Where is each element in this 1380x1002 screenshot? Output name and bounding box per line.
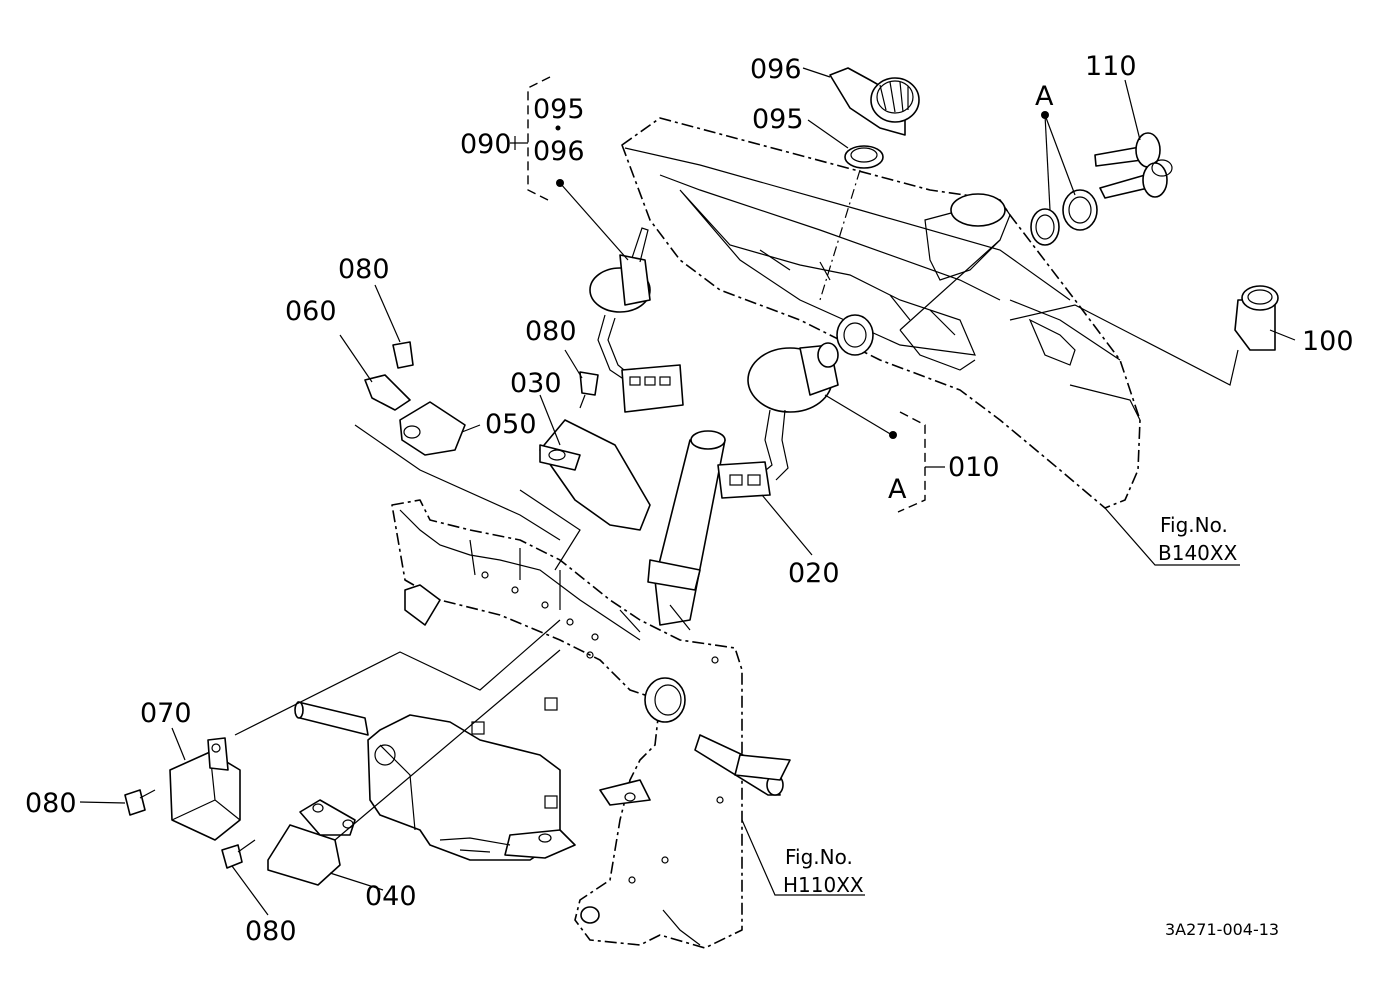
relay-050 <box>364 341 466 456</box>
label-090-sub-095: 095 <box>533 94 585 125</box>
label-090-sub-096: 096 <box>533 136 585 167</box>
label-095-top: 095 <box>752 104 804 135</box>
label-A-group: A <box>888 474 907 505</box>
label-096-top: 096 <box>750 54 802 85</box>
callout-dots <box>555 111 1049 439</box>
label-080-d: 080 <box>245 916 297 947</box>
label-090: 090 <box>460 129 512 160</box>
label-080-c: 080 <box>25 788 77 819</box>
key-cylinder-rings <box>1030 189 1098 246</box>
relay-070 <box>169 737 241 841</box>
socket-100 <box>1234 285 1279 351</box>
bolts-080 <box>124 789 256 869</box>
label-080-b: 080 <box>525 316 577 347</box>
part-labels: 096 095 110 A 090 095 096 080 060 050 08… <box>25 51 1354 947</box>
group-brackets <box>510 76 945 513</box>
leader-lines <box>79 67 1296 916</box>
label-100: 100 <box>1302 326 1354 357</box>
steering-frame <box>294 430 791 949</box>
label-080-a: 080 <box>338 254 390 285</box>
drawing-number: 3A271-004-13 <box>1165 920 1279 939</box>
ref-b140-line1: Fig.No. <box>1160 513 1228 537</box>
figure-references: Fig.No. B140XX Fig.No. H110XX <box>783 513 1238 897</box>
relay-040 <box>267 799 356 886</box>
ref-h110-line1: Fig.No. <box>785 845 853 869</box>
solenoid-010 <box>717 342 839 499</box>
label-110: 110 <box>1085 51 1137 82</box>
ref-b140-line2: B140XX <box>1158 541 1238 565</box>
ref-h110-line2: H110XX <box>783 873 864 897</box>
label-050: 050 <box>485 409 537 440</box>
label-040: 040 <box>365 881 417 912</box>
label-010: 010 <box>948 452 1000 483</box>
relay-030 <box>539 371 651 531</box>
label-070: 070 <box>140 698 192 729</box>
key-switch-090 <box>589 227 684 413</box>
dashboard-panel <box>621 117 1141 509</box>
key-switch-cover <box>829 67 920 169</box>
label-060: 060 <box>285 296 337 327</box>
key-set <box>1094 132 1173 199</box>
label-A-top: A <box>1035 81 1054 112</box>
label-030: 030 <box>510 368 562 399</box>
label-020: 020 <box>788 558 840 589</box>
